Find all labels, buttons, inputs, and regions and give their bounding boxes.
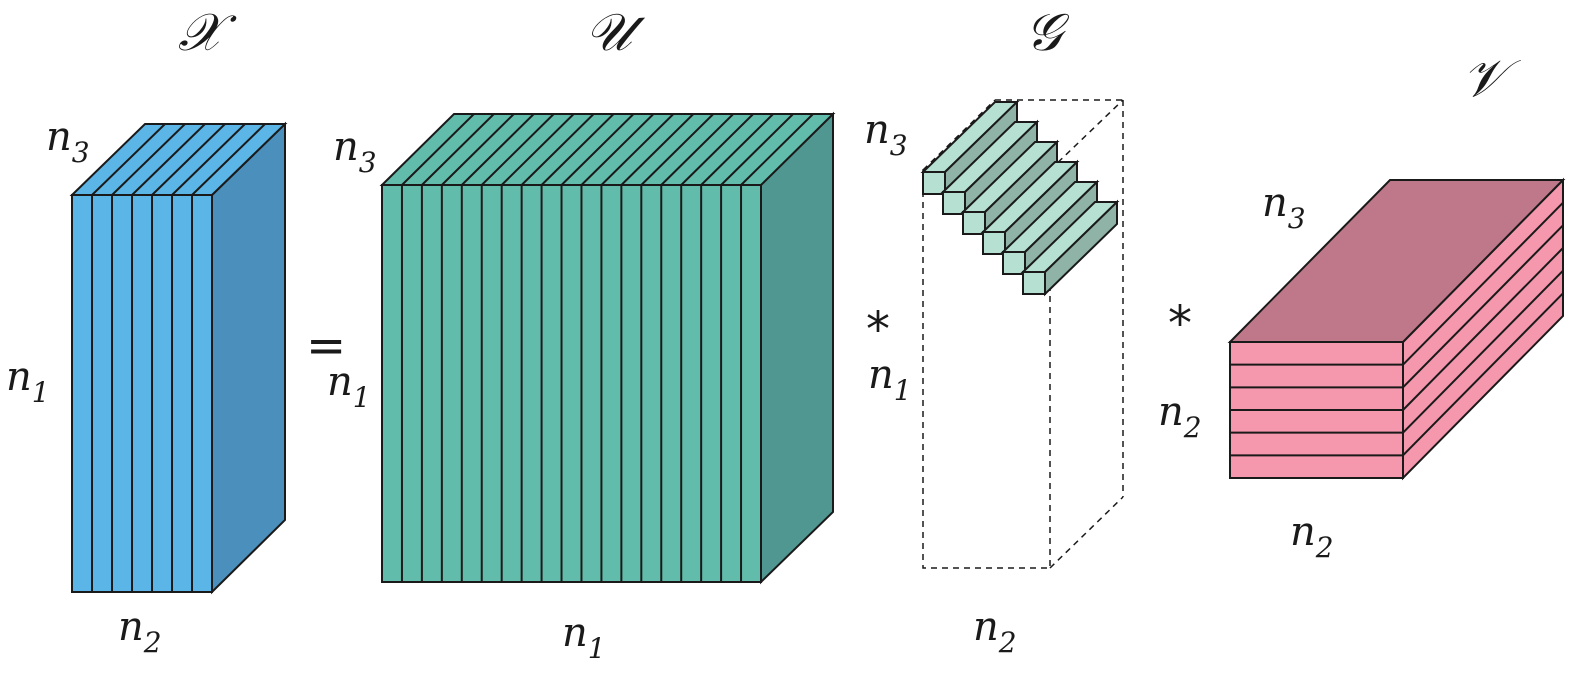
symbol-g: 𝒢 bbox=[1025, 3, 1070, 63]
star-operator-1: * bbox=[866, 302, 890, 358]
tensor-x-top-slice-line bbox=[191, 123, 266, 196]
tensor-u-top-slice-line bbox=[461, 113, 535, 186]
tensor-u-top-face bbox=[379, 113, 836, 186]
tensor-x-top-slice-line bbox=[151, 123, 226, 196]
tensor-u-front-face bbox=[381, 184, 762, 583]
tensor-g bbox=[920, 99, 1124, 569]
tensor-v-side-slab-line bbox=[1402, 247, 1564, 411]
tensor-u-top-slice-line bbox=[500, 113, 575, 186]
star-operator-2: * bbox=[1168, 296, 1192, 352]
symbol-u: 𝒰 bbox=[585, 3, 646, 63]
label-u-n1-bottom: n1 bbox=[562, 610, 606, 665]
tensor-v-side-slab-line bbox=[1402, 269, 1564, 434]
label-x-n3: n3 bbox=[46, 114, 90, 169]
tensor-u-top-slice-line bbox=[640, 113, 715, 186]
label-x-n1: n1 bbox=[6, 354, 50, 409]
symbol-v: 𝒱 bbox=[1462, 49, 1521, 109]
tensor-x-side-face bbox=[211, 121, 286, 595]
tensor-u-top-slice-line bbox=[421, 113, 495, 186]
tensor-u-top-slice-line bbox=[720, 113, 794, 186]
tensor-u-top-slice-line bbox=[540, 113, 615, 186]
tensor-u-top-slice-line bbox=[441, 113, 515, 186]
tensor-u-side-face bbox=[760, 111, 834, 585]
tensor-x-top-slice-line bbox=[131, 123, 206, 196]
tensor-g-block-front-face bbox=[922, 171, 946, 195]
tensor-g-diagonal-block bbox=[1000, 179, 1100, 277]
tensor-v-side-slab-line bbox=[1402, 292, 1564, 457]
tensor-u-top-slice-line bbox=[620, 113, 695, 186]
tensor-u-top-slice-line bbox=[401, 113, 475, 186]
label-v-n3: n3 bbox=[1262, 180, 1306, 235]
tensor-g-block-front-face bbox=[1022, 271, 1046, 295]
tensor-u-top-slice-line bbox=[520, 113, 595, 186]
tensor-x-front-face bbox=[71, 194, 213, 593]
label-g-n3: n3 bbox=[864, 107, 908, 162]
tensor-g-block-front-face bbox=[982, 231, 1006, 255]
tensor-u bbox=[379, 111, 836, 585]
tensor-g-diagonal-block bbox=[1020, 199, 1120, 297]
label-v-n2-bottom: n2 bbox=[1290, 509, 1334, 564]
label-u-n1-side: n1 bbox=[327, 359, 371, 414]
tensor-g-diagonal-block bbox=[940, 119, 1040, 217]
tensor-u-top-slice-line bbox=[660, 113, 734, 186]
tensor-g-block-front-face bbox=[962, 211, 986, 235]
label-x-n2: n2 bbox=[118, 604, 162, 659]
label-g-n2: n2 bbox=[973, 604, 1017, 659]
tensor-g-diagonal-block bbox=[980, 159, 1080, 257]
tensor-v-side-slab-line bbox=[1402, 224, 1564, 389]
tensor-u-top-slice-line bbox=[680, 113, 754, 186]
tensor-x bbox=[69, 121, 288, 595]
tensor-x-top-slice-line bbox=[91, 123, 166, 196]
tensor-u-top-slice-line bbox=[580, 113, 655, 186]
equals-sign: = bbox=[306, 318, 346, 374]
tensor-g-frame bbox=[922, 99, 1124, 569]
symbol-x: 𝒳 bbox=[178, 3, 237, 63]
tensor-x-top-slice-line bbox=[171, 123, 246, 196]
tensor-u-top-slice-line bbox=[740, 113, 814, 186]
tensor-u-top-slice-line bbox=[560, 113, 635, 186]
label-g-n1: n1 bbox=[868, 352, 912, 407]
label-u-n3: n3 bbox=[333, 124, 377, 179]
tensor-g-block-front-face bbox=[1002, 251, 1026, 275]
tensor-v bbox=[1227, 177, 1566, 481]
tensor-x-top-slice-line bbox=[111, 123, 186, 196]
tensor-g-block-front-face bbox=[942, 191, 966, 215]
tensor-u-top-slice-line bbox=[481, 113, 555, 186]
label-v-n2-side: n2 bbox=[1158, 389, 1202, 444]
tensor-u-top-slice-line bbox=[700, 113, 774, 186]
tensor-v-side-slab-line bbox=[1402, 201, 1564, 366]
tensor-u-top-slice-line bbox=[600, 113, 675, 186]
tensor-g-diagonal-blocks bbox=[920, 99, 1120, 297]
